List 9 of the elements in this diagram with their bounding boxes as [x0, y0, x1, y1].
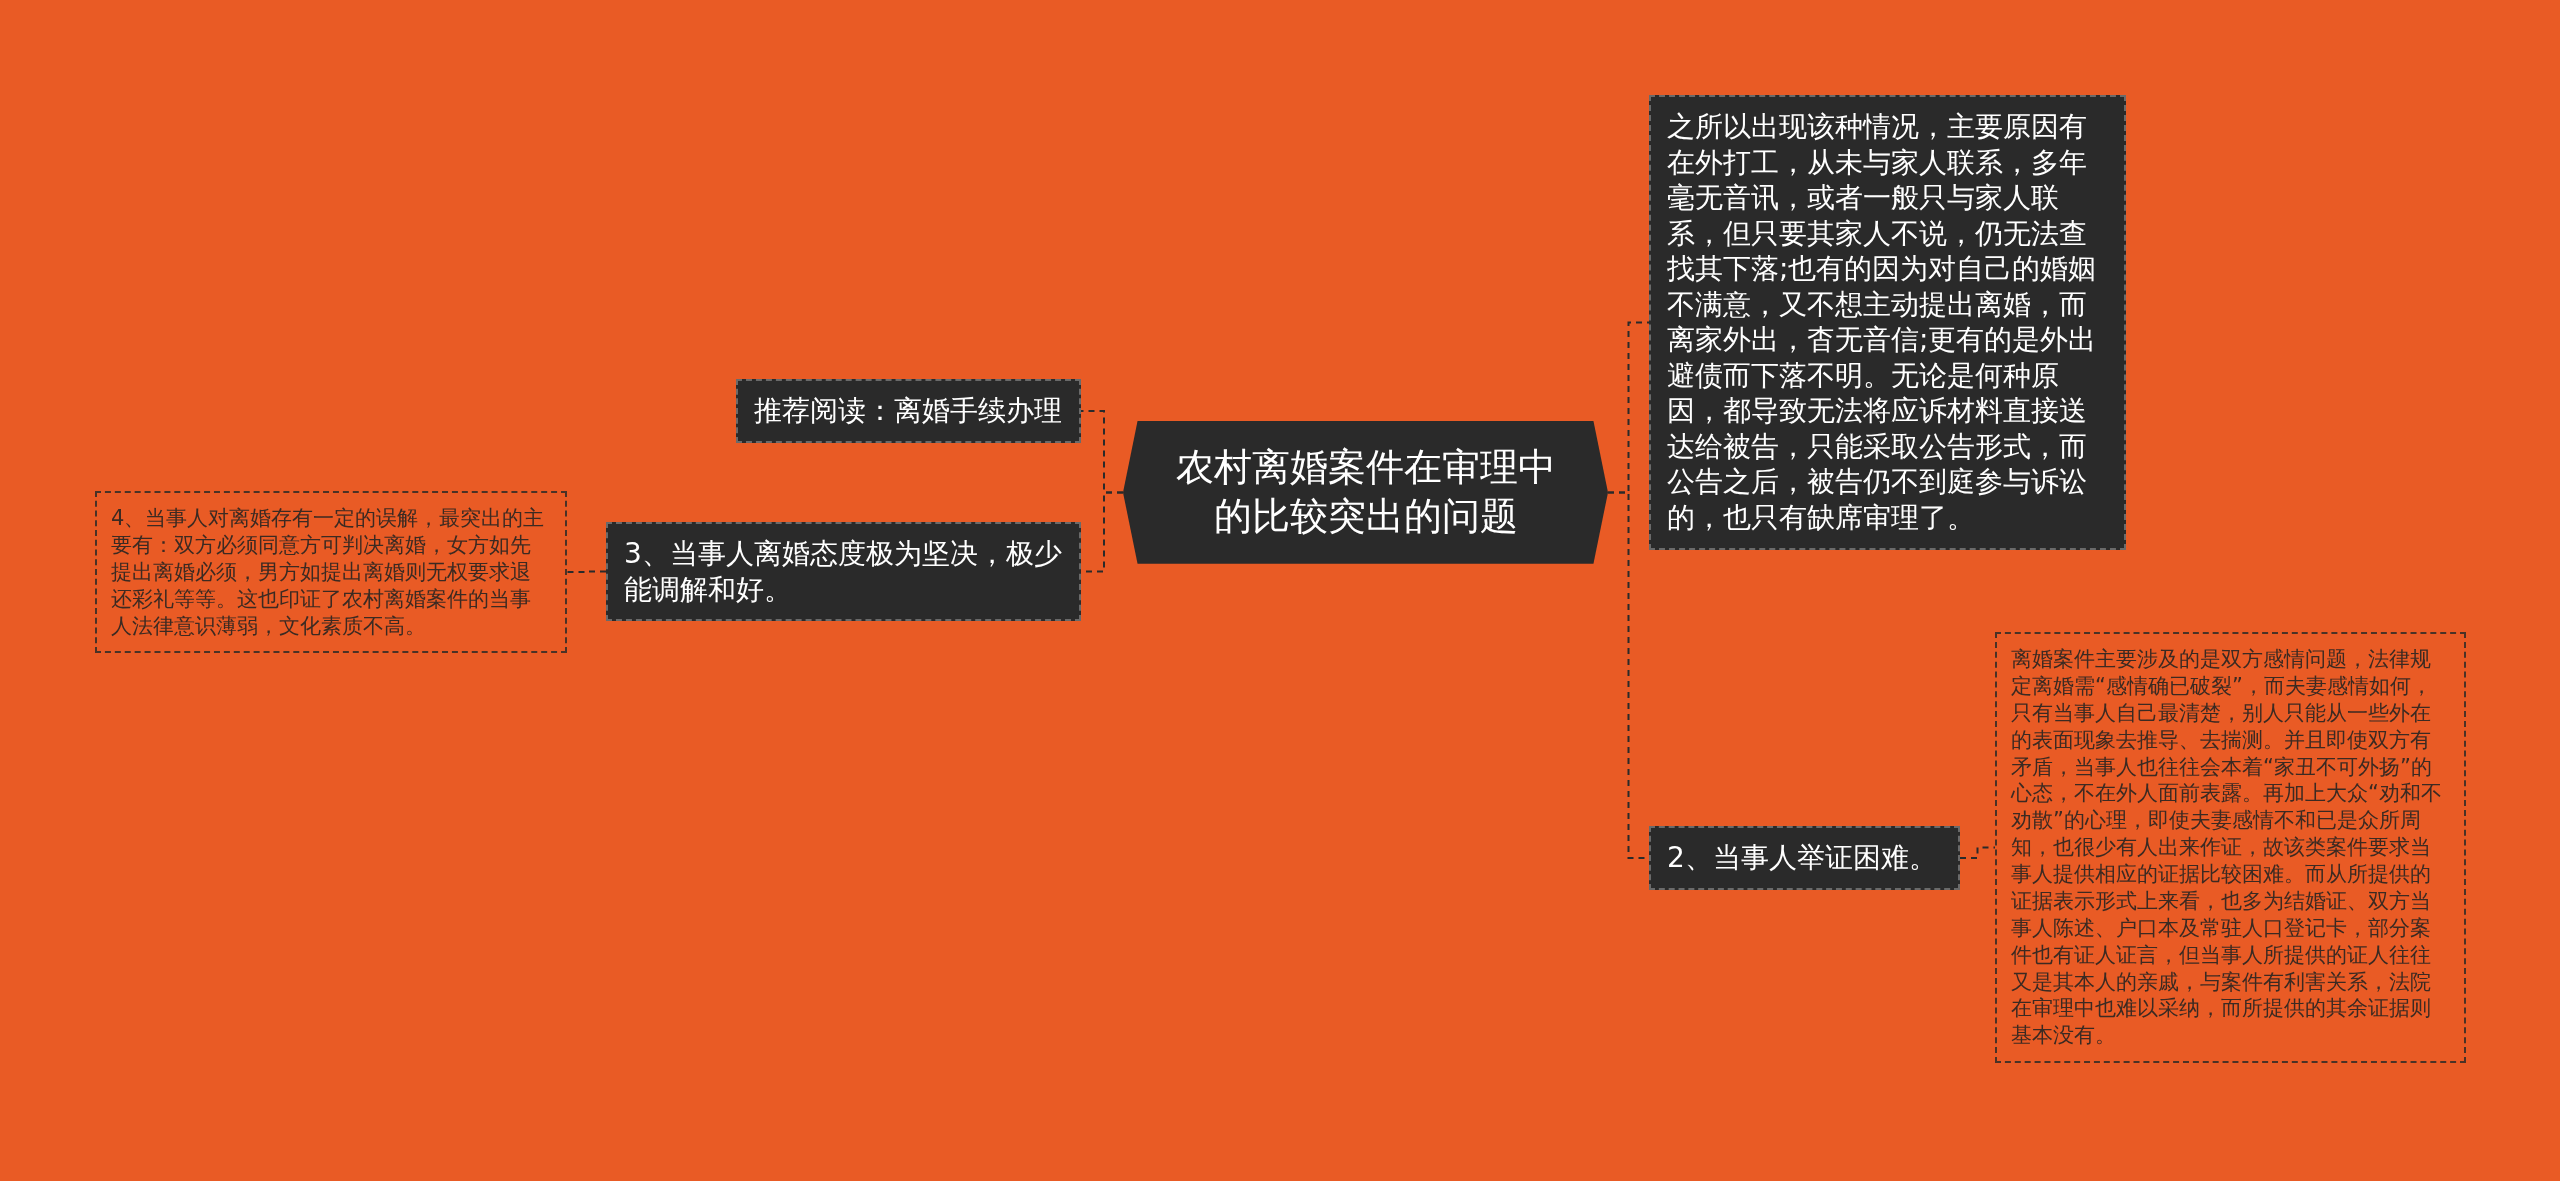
- topic-box: 3、当事人离婚态度极为坚决，极少能调解和好。: [606, 522, 1081, 622]
- topic-box: 2、当事人举证困难。: [1649, 826, 1960, 890]
- note-box: 离婚案件主要涉及的是双方感情问题，法律规定离婚需“感情确已破裂”，而夫妻感情如何，只有当事人自己最清楚，别人只能从一些外在的表面现象去推导、去揣测。并且即使双方有矛盾，当事人也往往会本着“家丑不可外扬”的心态，不在外人面前表露。再加上大众“劝和不劝散”的心理，即使夫妻感情不和已是众所周知，也很少有人出来作证，故该类案件要求当事人提供相应的证据比较困难。而从所提供的证据表示形式上来看，也多为结婚证、双方当事人陈述、户口本及常驻人口登记卡，部分案件也有证人证言，但当事人所提供的证人往往又是其本人的亲戚，与案件有利害关系，法院在审理中也难以采纳，而所提供的其余证据则基本没有。: [1995, 632, 2466, 1064]
- topic-hexagon: 农村离婚案件在审理中的比较突出的问题: [1123, 421, 1608, 564]
- connector: [566, 570, 607, 573]
- note-box: 4、当事人对离婚存有一定的误解，最突出的主要有：双方必须同意方可判决离婚，女方如先提出离婚必须，男方如提出离婚则无权要求退还彩礼等等。这也印证了农村离婚案件的当事人法律意识薄弱，文化素质不高。: [95, 491, 567, 654]
- topic-box: 之所以出现该种情况，主要原因有在外打工，从未与家人联系，多年毫无音讯，或者一般只与家人联系，但只要其家人不说，仍无法查找其下落;也有的因为对自己的婚姻不满意，又不想主动提出离婚，而离家外出，杳无音信;更有的是外出避债而下落不明。无论是何种原因，都导致无法将应诉材料直接送达给被告，只能采取公告形式，而公告之后，被告仍不到庭参与诉讼的，也只有缺席审理了。: [1649, 95, 2126, 550]
- connector: [1959, 846, 1996, 859]
- topic-box: 推荐阅读：离婚手续办理: [736, 379, 1081, 443]
